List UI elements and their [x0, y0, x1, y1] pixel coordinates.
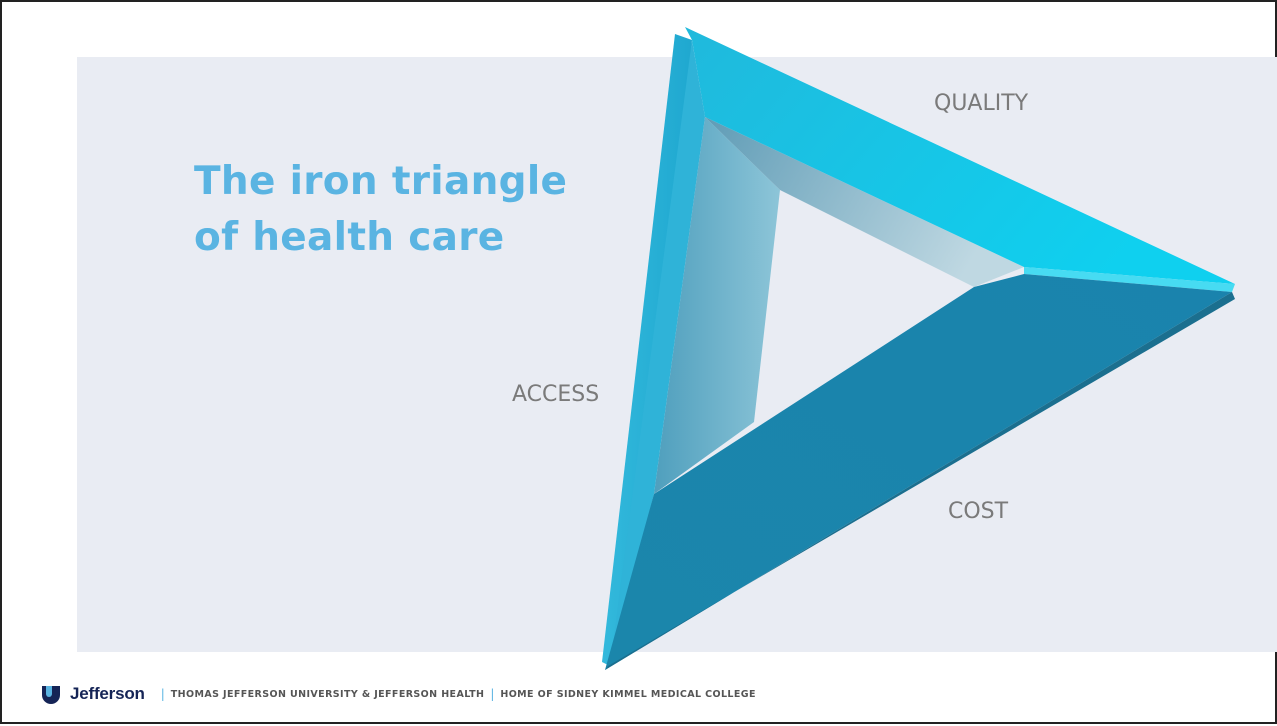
title-line-1: The iron triangle — [194, 159, 568, 204]
inner-top-wall — [705, 117, 1024, 287]
institution-text: THOMAS JEFFERSON UNIVERSITY & JEFFERSON … — [170, 688, 485, 700]
left-edge-face — [602, 34, 692, 666]
brand-name: Jefferson — [70, 684, 145, 703]
top-face — [685, 27, 1235, 284]
footer-separator-1: | — [160, 687, 165, 701]
bottom-face — [605, 274, 1232, 670]
title-line-2: of health care — [194, 215, 505, 260]
left-front-face — [610, 40, 705, 666]
footer-separator-2: | — [490, 687, 495, 701]
jefferson-logo-icon — [42, 686, 60, 704]
footer: Jefferson | THOMAS JEFFERSON UNIVERSITY … — [40, 682, 756, 706]
access-label: ACCESS — [512, 382, 600, 407]
inner-left-wall — [654, 117, 780, 494]
college-text: HOME OF SIDNEY KIMMEL MEDICAL COLLEGE — [500, 688, 756, 700]
top-edge — [1024, 267, 1235, 292]
cost-label: COST — [948, 499, 1009, 524]
bottom-edge — [605, 292, 1235, 670]
quality-label: QUALITY — [934, 91, 1029, 116]
slide-title: The iron triangle of health care — [194, 154, 567, 266]
